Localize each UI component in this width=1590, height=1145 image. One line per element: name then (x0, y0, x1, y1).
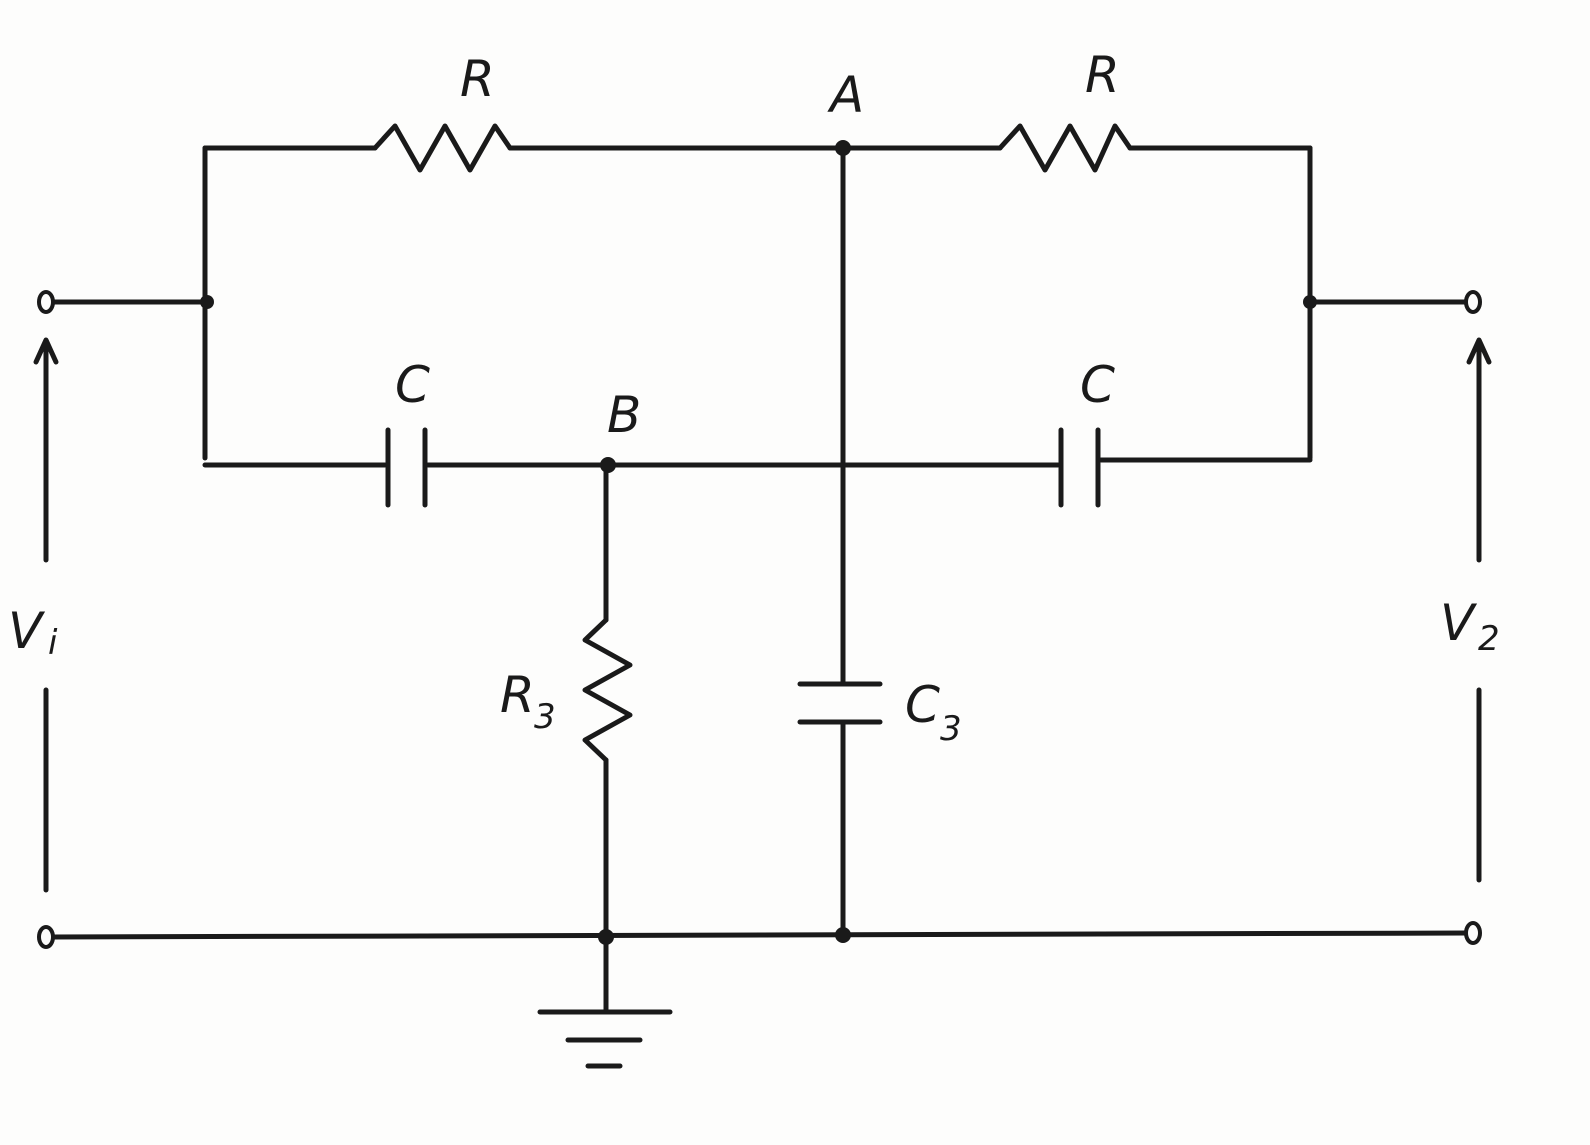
wire-bottom (49, 930, 1471, 940)
label-vout-subscript: 2 (1478, 619, 1500, 659)
label-capacitor-left: C (395, 356, 430, 414)
junction-output-right (1303, 295, 1317, 309)
voltage-arrow-input (33, 337, 59, 893)
resistor-right (997, 123, 1133, 173)
terminal-input-top (37, 290, 55, 314)
resistor-left (372, 123, 513, 173)
label-node-b: B (607, 386, 641, 444)
junction-input-left (200, 295, 214, 309)
label-node-a: A (827, 66, 864, 124)
resistor-r3 (582, 617, 633, 763)
junction-bottom-c3 (835, 927, 851, 943)
junction-node-a (835, 140, 851, 156)
labels: R A R C B C R 3 C 3 V i V 2 (8, 46, 1500, 749)
label-vin: V (8, 602, 46, 660)
label-vout: V (1440, 594, 1478, 652)
label-capacitor-right: C (1080, 356, 1115, 414)
label-resistor-left: R (460, 50, 495, 108)
voltage-arrow-output (1466, 337, 1492, 883)
arrow-vin-head (33, 337, 59, 365)
terminals (37, 290, 1482, 949)
terminal-input-bottom (37, 925, 55, 949)
terminal-output-bottom (1464, 921, 1482, 945)
label-vin-subscript: i (48, 623, 58, 663)
junction-node-b (600, 457, 616, 473)
top-branch (202, 123, 1313, 461)
label-c3: C (905, 676, 940, 734)
c3-branch (797, 145, 883, 938)
bottom-rail (49, 930, 1471, 940)
terminal-output-top (1464, 290, 1482, 314)
label-resistor-right: R (1085, 46, 1120, 104)
arrow-vout-head (1466, 337, 1492, 365)
label-c3-subscript: 3 (940, 709, 962, 749)
label-r3-subscript: 3 (534, 697, 556, 737)
r3-branch (582, 462, 633, 938)
ground-symbol (537, 934, 673, 1069)
label-r3: R (500, 666, 535, 724)
junction-bottom-r3 (598, 929, 614, 945)
junctions (200, 140, 1317, 945)
middle-branch (202, 427, 1313, 508)
